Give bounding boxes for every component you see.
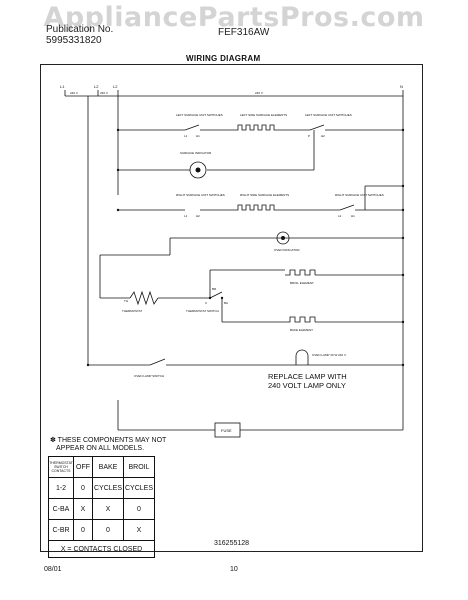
table-cell-contact: C-BR [48, 519, 74, 541]
model-number: FEF316AW [218, 27, 270, 38]
terminal-h1-right: H1 [351, 214, 355, 218]
left-surface-switch-r-label: LEFT SURFACE UNIT SWITCHES [305, 113, 352, 117]
left-side-elements-label: LEFT SIDE SURFACE ELEMENTS [240, 113, 287, 117]
table-row: C-BA X X 0 [48, 498, 155, 520]
terminal-h2-right: H2 [196, 214, 200, 218]
label-l2-left: L2 [94, 84, 99, 89]
bake-element-label: BAKE ELEMENT [290, 328, 313, 332]
table-cell: X [92, 498, 124, 520]
table-row: 1-2 0 CYCLES CYCLES [48, 477, 155, 499]
table-row: C-BR 0 0 X [48, 519, 155, 541]
terminal-th: TH [124, 299, 128, 303]
table-cell: X [73, 498, 93, 520]
oven-lamp-label: OVEN LAMP 40 W 240 V [312, 353, 346, 357]
replace-lamp-note-1: REPLACE LAMP WITH [268, 372, 347, 381]
table-cell-contact: 1-2 [48, 477, 74, 499]
terminal-l1-right: L1 [184, 214, 188, 218]
table-cell: CYCLES [92, 477, 124, 499]
broil-element-label: BROIL ELEMENT [290, 281, 314, 285]
table-cell-contact: C-BA [48, 498, 74, 520]
table-cell: 0 [73, 519, 93, 541]
terminal-h2-left: H2 [321, 134, 325, 138]
oven-lamp-switch-label: OVEN LAMP SWITCH [134, 374, 164, 378]
page-number: 10 [230, 566, 238, 573]
label-l2: L2 [113, 84, 118, 89]
table-cell: 0 [123, 498, 155, 520]
terminal-c: C [205, 301, 208, 305]
thermostat-contacts-table: THERMOSTAT SWITCH CONTACTS OFF BAKE BROI… [48, 456, 155, 558]
oven-indicator-label: OVEN INDICATOR [274, 248, 300, 252]
terminal-h1-left: H1 [196, 134, 200, 138]
right-side-elements-label: RIGHT SIDE SURFACE ELEMENTS [240, 193, 289, 197]
table-legend-row: X = CONTACTS CLOSED [48, 540, 155, 558]
table-corner: THERMOSTAT SWITCH CONTACTS [48, 456, 74, 478]
table-cell: 0 [73, 477, 93, 499]
terminal-ba: BA [224, 301, 228, 305]
watermark-text: AppliancePartsPros.com [43, 2, 425, 33]
voltage-label-2: 240 V [100, 91, 108, 95]
right-surface-switch-r-label: RIGHT SURFACE UNIT SWITCHES [335, 193, 384, 197]
publication-label: Publication No. [46, 24, 114, 35]
label-n: N [400, 84, 403, 89]
thermostat-switch-label: THERMOSTAT SWITCH [186, 309, 219, 313]
table-legend: X = CONTACTS CLOSED [48, 540, 155, 558]
surface-indicator-label: SURFACE INDICATOR [180, 151, 212, 155]
table-cell: CYCLES [123, 477, 155, 499]
table-header-broil: BROIL [123, 456, 155, 478]
terminal-l1-left: L1 [184, 134, 188, 138]
replace-lamp-note-2: 240 VOLT LAMP ONLY [268, 381, 346, 390]
part-number: 316255128 [214, 540, 250, 547]
footer-date: 08/01 [44, 566, 62, 573]
label-l1: L1 [60, 84, 65, 89]
table-cell: 0 [92, 519, 124, 541]
thermostat-label: THERMOSTAT [122, 309, 142, 313]
footnote-line-1: ✽ THESE COMPONENTS MAY NOT [50, 437, 167, 444]
voltage-label-3: 240 V [255, 91, 263, 95]
terminal-br: BR [212, 287, 217, 291]
publication-number: 5995331820 [46, 35, 102, 46]
right-surface-switches-label: RIGHT SURFACE UNIT SWITCHES [176, 193, 225, 197]
table-header-off: OFF [73, 456, 93, 478]
table-cell: X [123, 519, 155, 541]
footnote-line-2: APPEAR ON ALL MODELS. [56, 445, 145, 452]
left-surface-switches-label: LEFT SURFACE UNIT SWITCHES [176, 113, 223, 117]
fuse-label: FUSE [221, 428, 232, 433]
table-header-bake: BAKE [92, 456, 124, 478]
terminal-l2-right: L2 [338, 214, 342, 218]
voltage-label-1: 240 V [70, 91, 78, 95]
page-title: WIRING DIAGRAM [186, 54, 261, 63]
table-header-row: THERMOSTAT SWITCH CONTACTS OFF BAKE BROI… [48, 456, 155, 478]
diagram-frame [40, 64, 423, 552]
terminal-p-left: P [308, 134, 310, 138]
